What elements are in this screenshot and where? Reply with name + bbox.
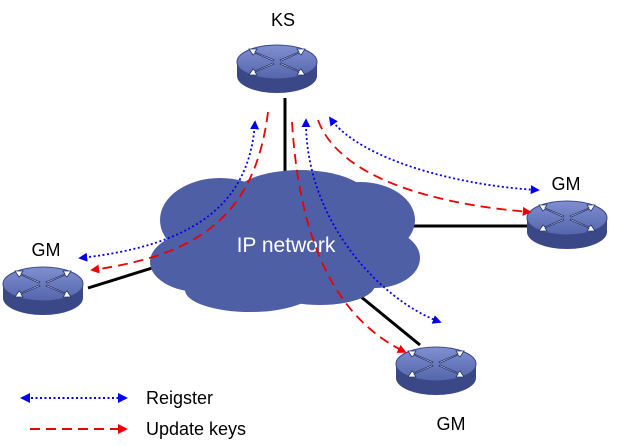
register-arrow-left <box>78 120 260 262</box>
router-gm-bottom <box>395 346 477 396</box>
router-icon <box>526 200 608 250</box>
register-arrow-right <box>328 116 540 195</box>
router-gm-right <box>526 200 608 250</box>
update-arrow-right <box>317 119 532 216</box>
label-gm-left: GM <box>32 240 61 260</box>
label-gm-bottom: GM <box>437 414 466 434</box>
update-flows <box>90 111 532 353</box>
legend-register-label: Reigster <box>146 388 213 408</box>
label-gm-right: GM <box>552 174 581 194</box>
legend: Reigster Update keys <box>20 388 246 439</box>
register-flows <box>78 116 540 324</box>
router-icon <box>2 266 84 316</box>
register-arrow-bottom <box>301 118 442 324</box>
router-ks <box>236 44 318 94</box>
legend-update-label: Update keys <box>146 419 246 439</box>
update-arrow-left <box>90 111 269 274</box>
router-icon <box>395 346 477 396</box>
router-icon <box>236 44 318 94</box>
cloud-label: IP network <box>237 234 336 257</box>
router-gm-left <box>2 266 84 316</box>
update-arrow-bottom <box>291 121 407 353</box>
link-cloud-gm-bottom <box>359 294 421 347</box>
label-ks: KS <box>271 10 295 30</box>
